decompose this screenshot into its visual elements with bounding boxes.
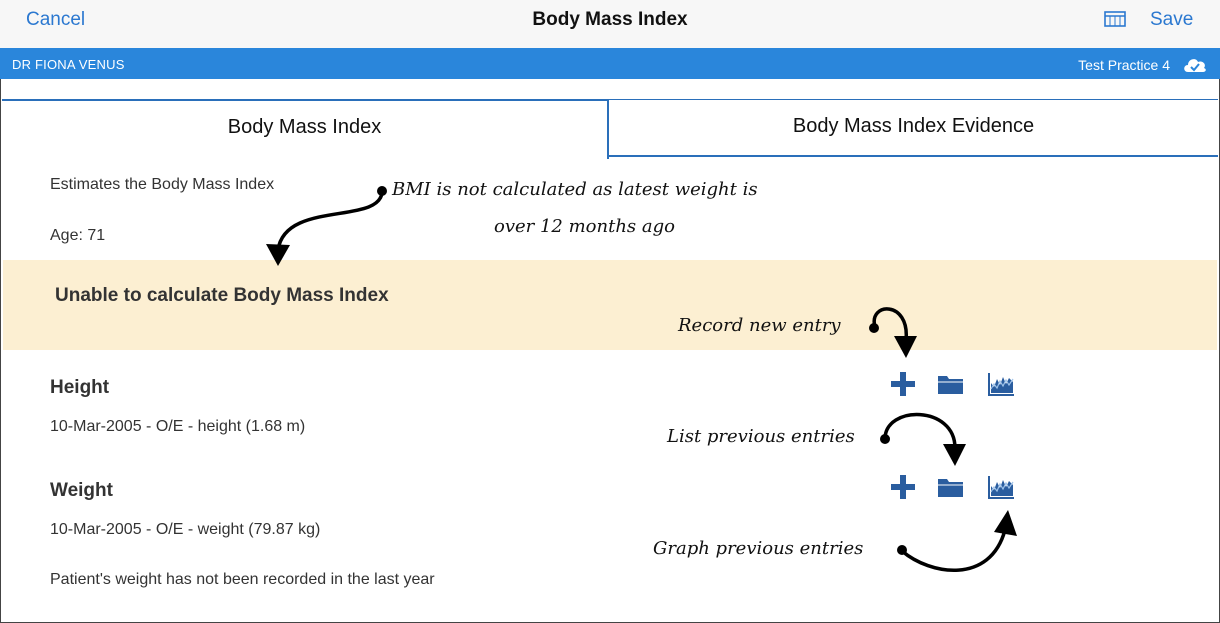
weight-section-title: Weight xyxy=(50,480,113,501)
calendar-icon[interactable] xyxy=(1104,11,1126,27)
tab-bar: Body Mass Index Body Mass Index Evidence xyxy=(0,98,1220,159)
warning-banner: Unable to calculate Body Mass Index xyxy=(3,260,1217,350)
cancel-button[interactable]: Cancel xyxy=(26,9,86,30)
tab-body-mass-index[interactable]: Body Mass Index xyxy=(2,99,609,159)
height-add-icon[interactable] xyxy=(888,369,918,399)
navigation-bar: Cancel Body Mass Index Save xyxy=(0,0,1220,48)
page-title: Body Mass Index xyxy=(532,9,688,30)
weight-folder-icon[interactable] xyxy=(936,472,966,502)
annotation-bmi-line2: over 12 months ago xyxy=(494,216,675,237)
banner-text: Unable to calculate Body Mass Index xyxy=(55,285,389,306)
annotation-graph-previous-entries: Graph previous entries xyxy=(653,538,864,559)
save-button[interactable]: Save xyxy=(1150,9,1194,30)
annotation-record-new-entry: Record new entry xyxy=(678,315,841,336)
tab-label: Body Mass Index xyxy=(227,116,382,138)
description-text: Estimates the Body Mass Index xyxy=(50,176,275,193)
tab-label: Body Mass Index Evidence xyxy=(792,115,1035,137)
weight-entry: 10-Mar-2005 - O/E - weight (79.87 kg) xyxy=(50,521,321,538)
annotation-bmi-line1: BMI is not calculated as latest weight i… xyxy=(392,179,758,200)
tab-body-mass-index-evidence[interactable]: Body Mass Index Evidence xyxy=(609,99,1218,157)
clinician-name: DR FIONA VENUS xyxy=(12,57,125,72)
weight-add-icon[interactable] xyxy=(888,472,918,502)
height-section-title: Height xyxy=(50,377,110,398)
weight-warning-note: Patient's weight has not been recorded i… xyxy=(50,571,435,588)
weight-graph-icon[interactable] xyxy=(986,472,1016,502)
patient-age: Age: 71 xyxy=(50,227,106,244)
user-status-bar: DR FIONA VENUS Test Practice 4 xyxy=(0,48,1220,79)
height-entry: 10-Mar-2005 - O/E - height (1.68 m) xyxy=(50,418,306,435)
practice-name: Test Practice 4 xyxy=(1078,57,1170,73)
annotation-list-previous-entries: List previous entries xyxy=(667,426,855,447)
height-folder-icon[interactable] xyxy=(936,369,966,399)
cloud-check-icon xyxy=(1184,59,1206,72)
height-graph-icon[interactable] xyxy=(986,369,1016,399)
